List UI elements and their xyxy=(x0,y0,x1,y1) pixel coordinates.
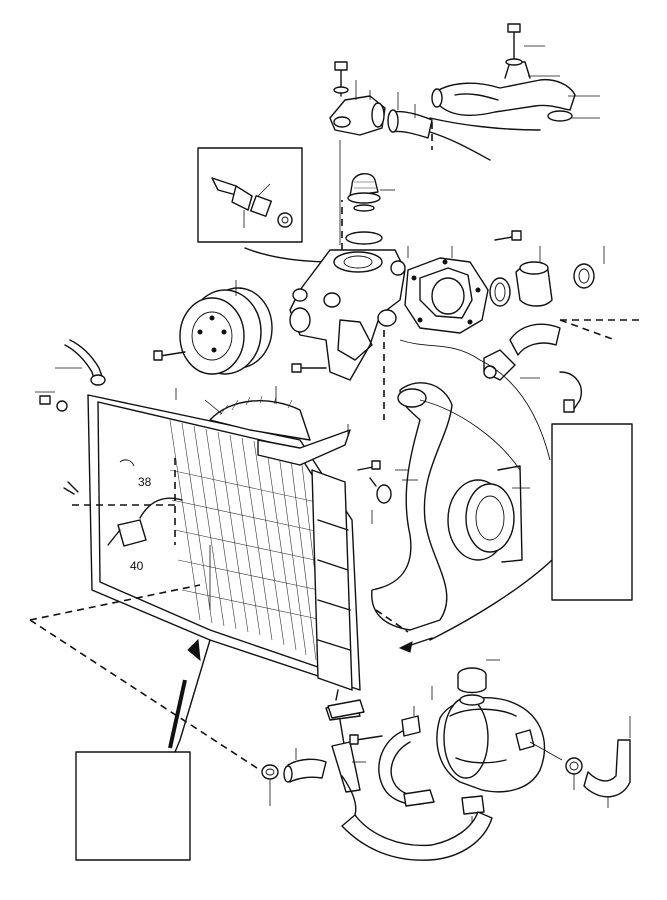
radiator xyxy=(87,394,361,691)
leader-line xyxy=(429,559,553,641)
thermostat-seal xyxy=(345,231,383,245)
return-hose xyxy=(583,739,631,798)
heater-pipe xyxy=(483,323,561,381)
hose-clamp xyxy=(565,757,583,775)
leader-line xyxy=(244,247,336,263)
lower-radiator-hose xyxy=(371,382,453,633)
radiator-mount xyxy=(327,689,365,719)
radiator-inset: 38 40 xyxy=(63,458,183,573)
thick-leader xyxy=(168,679,187,749)
callout-40: 40 xyxy=(130,559,144,573)
bolt xyxy=(291,363,327,373)
short-hose xyxy=(283,758,327,783)
bolt xyxy=(505,23,523,66)
callout-38: 38 xyxy=(138,475,152,489)
bolt xyxy=(357,460,381,471)
drain-plug xyxy=(39,395,68,412)
temperature-sender xyxy=(211,177,293,228)
dashed-reference-line xyxy=(29,619,261,771)
pulley-bolt xyxy=(153,350,186,361)
water-pump-cover xyxy=(404,257,489,334)
water-pump xyxy=(289,249,406,381)
leader-line xyxy=(529,741,563,761)
leader-line xyxy=(204,399,223,415)
upper-radiator-hose xyxy=(387,109,541,161)
hose-clamp xyxy=(573,263,595,289)
expansion-tank xyxy=(436,697,546,793)
dashed-reference-line xyxy=(559,319,616,341)
hose-clamp xyxy=(261,764,279,780)
sender-detail-box xyxy=(197,147,303,243)
arrow-head xyxy=(398,641,413,653)
thermostat-housing xyxy=(329,95,386,136)
arrow-head xyxy=(187,638,201,662)
overflow-hose xyxy=(64,339,106,386)
engine-outline xyxy=(419,399,521,471)
bolt xyxy=(349,734,383,745)
sensor-lead xyxy=(559,371,582,413)
dashed-reference-line xyxy=(29,584,201,621)
expansion-tank-cap xyxy=(457,667,487,706)
bottom-left-reference-box xyxy=(75,751,191,861)
bypass-pipe xyxy=(431,61,576,122)
thermostat xyxy=(347,173,381,212)
water-pump-pulley xyxy=(179,287,273,375)
drain-plug xyxy=(461,795,485,815)
drive-belt xyxy=(447,465,523,563)
bolt xyxy=(333,61,349,97)
expansion-tank-bracket xyxy=(325,703,435,807)
hose-clamp xyxy=(369,477,392,504)
right-reference-box xyxy=(551,423,633,601)
engine-outline xyxy=(399,339,551,461)
fan-shroud xyxy=(209,395,351,466)
bypass-hose xyxy=(515,261,553,307)
leader-line xyxy=(174,639,211,753)
bolt xyxy=(494,230,522,241)
hose-clamp xyxy=(489,277,511,307)
connecting-line xyxy=(341,775,357,816)
overflow-hose xyxy=(341,811,493,861)
